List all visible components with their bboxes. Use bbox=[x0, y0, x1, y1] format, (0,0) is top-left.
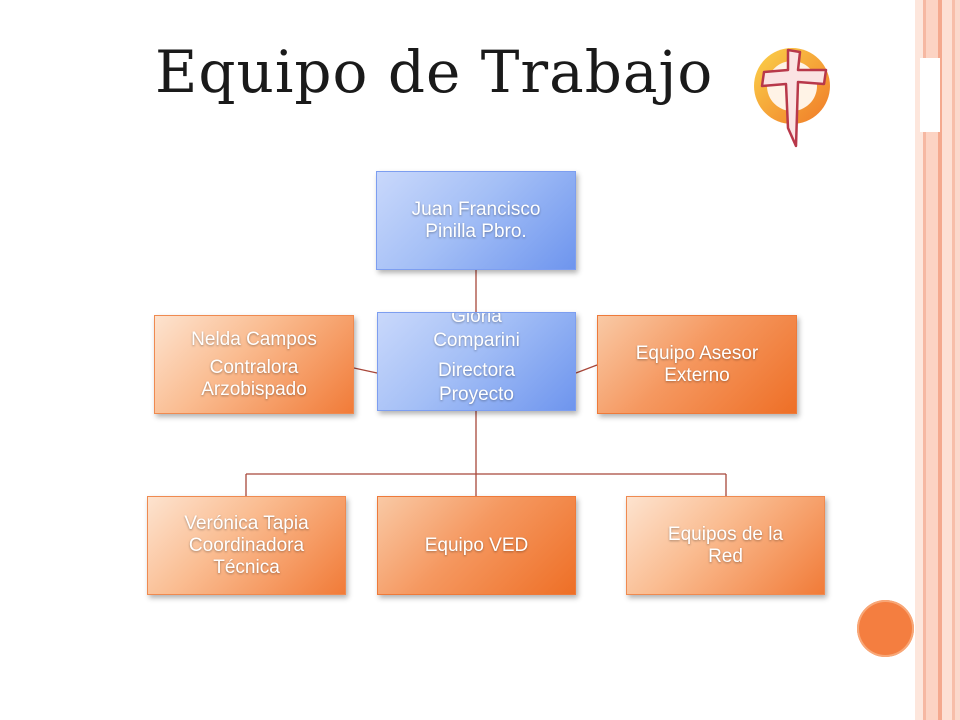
node-text: Equipo Asesor bbox=[635, 342, 759, 364]
node-text: Juan Francisco bbox=[411, 198, 541, 220]
node-text: Red bbox=[708, 545, 743, 567]
org-node-veronica-tapia: Verónica Tapia Coordinadora Técnica bbox=[147, 496, 346, 595]
stripe bbox=[923, 0, 926, 720]
stripe bbox=[938, 0, 942, 720]
node-text: Equipos de la bbox=[667, 523, 784, 545]
node-text: Técnica bbox=[213, 556, 280, 578]
slide-title: Equipo de Trabajo bbox=[155, 38, 714, 106]
org-node-equipos-red: Equipos de la Red bbox=[626, 496, 825, 595]
node-name: Nelda Campos bbox=[191, 328, 317, 350]
decorative-stripes bbox=[915, 0, 960, 720]
cross-logo-icon bbox=[754, 48, 830, 148]
org-node-gloria-comparini: Gloria Comparini Directora Proyecto bbox=[377, 312, 576, 411]
node-text: Coordinadora bbox=[188, 534, 305, 556]
stripe bbox=[942, 0, 952, 720]
org-node-juan-francisco: Juan Francisco Pinilla Pbro. bbox=[376, 171, 576, 270]
stripe bbox=[952, 0, 955, 720]
stripe bbox=[915, 0, 923, 720]
side-tab bbox=[920, 58, 940, 132]
stripe bbox=[926, 0, 938, 720]
node-text: Externo bbox=[664, 364, 730, 386]
stripe bbox=[955, 0, 960, 720]
node-text: Verónica Tapia bbox=[184, 512, 309, 534]
org-node-nelda-campos: Nelda Campos Contralora Arzobispado bbox=[154, 315, 354, 414]
org-node-equipo-asesor: Equipo Asesor Externo bbox=[597, 315, 797, 414]
org-node-equipo-ved: Equipo VED bbox=[377, 496, 576, 595]
node-role: Contralora Arzobispado bbox=[201, 356, 307, 400]
node-role: Directora Proyecto bbox=[437, 360, 516, 405]
node-name: Gloria Comparini bbox=[433, 312, 520, 351]
decorative-circle bbox=[857, 600, 914, 657]
node-text: Equipo VED bbox=[424, 534, 529, 556]
node-text: Pinilla Pbro. bbox=[425, 220, 527, 242]
